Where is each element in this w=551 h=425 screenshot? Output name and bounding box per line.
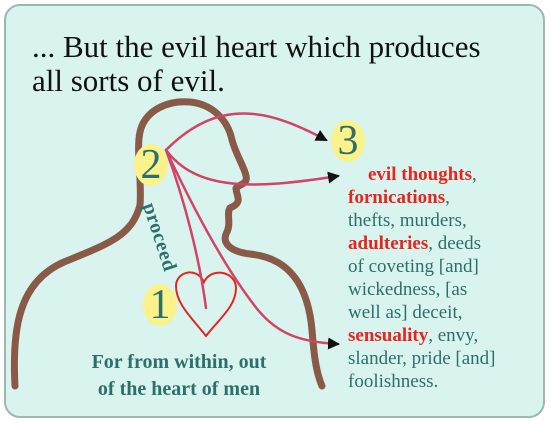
vice-line-3: thefts, murders,: [348, 209, 548, 232]
vice-sensuality: sensuality: [348, 325, 428, 346]
vice-line-9: slander, pride [and]: [348, 347, 548, 370]
vice-line-6: wickedness, [as: [348, 278, 548, 301]
vice-after-adulteries: , deeds: [428, 233, 481, 254]
caption-line-1: For from within, out: [54, 349, 304, 376]
line-heart-to-head: [166, 150, 206, 308]
vice-comma-2: ,: [445, 187, 450, 208]
marker-3: 3: [331, 120, 365, 162]
vice-line-1: evil thoughts,: [348, 163, 548, 186]
vice-line-2: fornications,: [348, 186, 548, 209]
vice-fornications: fornications: [348, 187, 445, 208]
vice-evil-thoughts: evil thoughts: [368, 164, 472, 185]
arrow-to-evil-thoughts: [166, 150, 338, 184]
vice-line-7: well as] deceit,: [348, 301, 548, 324]
vice-after-sensuality: , envy,: [428, 325, 478, 346]
vice-line-5: of coveting [and]: [348, 255, 548, 278]
vice-adulteries: adulteries: [348, 233, 428, 254]
vice-line-10: foolishness.: [348, 370, 548, 393]
marker-2: 2: [134, 144, 168, 186]
caption: For from within, out of the heart of men: [54, 349, 304, 403]
vice-comma-1: ,: [472, 164, 477, 185]
vices-list: evil thoughts, fornications, thefts, mur…: [348, 163, 548, 393]
vice-line-4: adulteries, deeds: [348, 232, 548, 255]
caption-line-2: of the heart of men: [54, 376, 304, 403]
vice-line-8: sensuality, envy,: [348, 324, 548, 347]
marker-1: 1: [143, 284, 177, 326]
arrow-to-3: [166, 113, 326, 150]
